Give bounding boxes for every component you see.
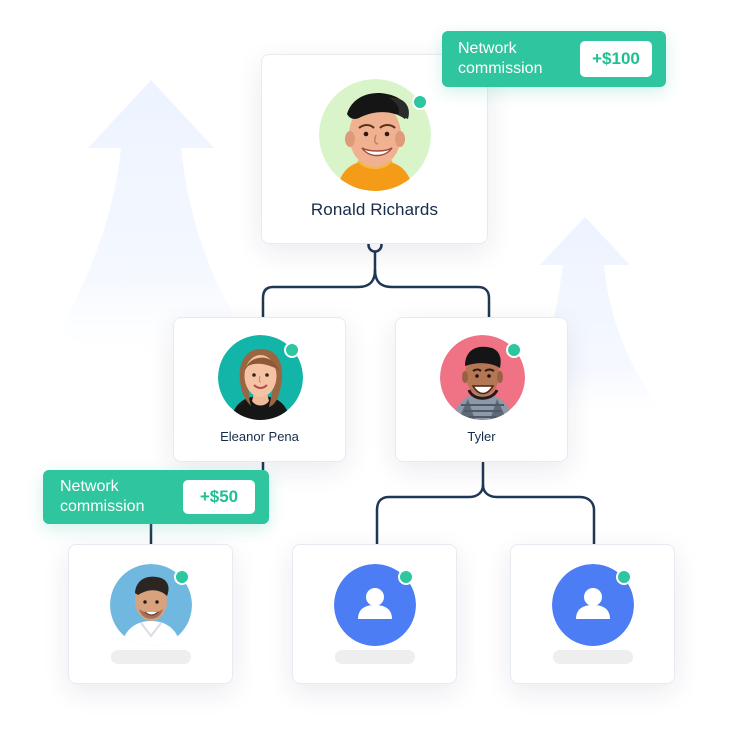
grandchild-user-card-portrait[interactable] [68, 544, 233, 684]
commission-amount: +$100 [580, 41, 652, 77]
woman-portrait-avatar-icon [218, 335, 303, 420]
man-portrait-avatar-icon [110, 564, 192, 646]
top-right-connector-line [373, 268, 491, 319]
grandchild-user-card-placeholder[interactable] [292, 544, 457, 684]
user-placeholder-icon [334, 564, 416, 646]
right-child-right-branch-line [481, 483, 596, 546]
eleanor-pena-avatar [218, 335, 303, 420]
ronald-richards-avatar [319, 79, 431, 191]
root-user-name: Ronald Richards [310, 200, 439, 219]
tyler-avatar [440, 335, 525, 420]
online-status-dot-icon [398, 569, 414, 585]
child-user-card-tyler[interactable]: Tyler [395, 317, 568, 462]
user-placeholder-avatar [552, 564, 634, 646]
young-man-backwards-cap-avatar-icon [319, 79, 431, 191]
user-placeholder-icon [552, 564, 634, 646]
network-commission-label: Network commission [60, 478, 145, 515]
child-user-card-eleanor-pena[interactable]: Eleanor Pena [173, 317, 346, 462]
top-connector-line [261, 250, 377, 319]
online-status-dot-icon [506, 342, 522, 358]
name-placeholder-bar [553, 650, 633, 664]
network-commission-label: Network commission [458, 40, 543, 77]
network-commission-badge-top: Network commission +$100 [442, 31, 666, 87]
network-commission-badge-bottom: Network commission +$50 [43, 470, 269, 524]
right-child-connector-line [375, 460, 485, 546]
online-status-dot-icon [412, 94, 428, 110]
name-placeholder-bar [111, 650, 191, 664]
online-status-dot-icon [616, 569, 632, 585]
smiling-man-avatar-icon [440, 335, 525, 420]
grandchild-user-card-placeholder[interactable] [510, 544, 675, 684]
name-placeholder-bar [335, 650, 415, 664]
online-status-dot-icon [174, 569, 190, 585]
user-placeholder-avatar [334, 564, 416, 646]
online-status-dot-icon [284, 342, 300, 358]
man-portrait-avatar [110, 564, 192, 646]
child-user-name: Eleanor Pena [220, 429, 299, 444]
child-user-name: Tyler [467, 429, 496, 444]
commission-amount: +$50 [183, 480, 255, 514]
